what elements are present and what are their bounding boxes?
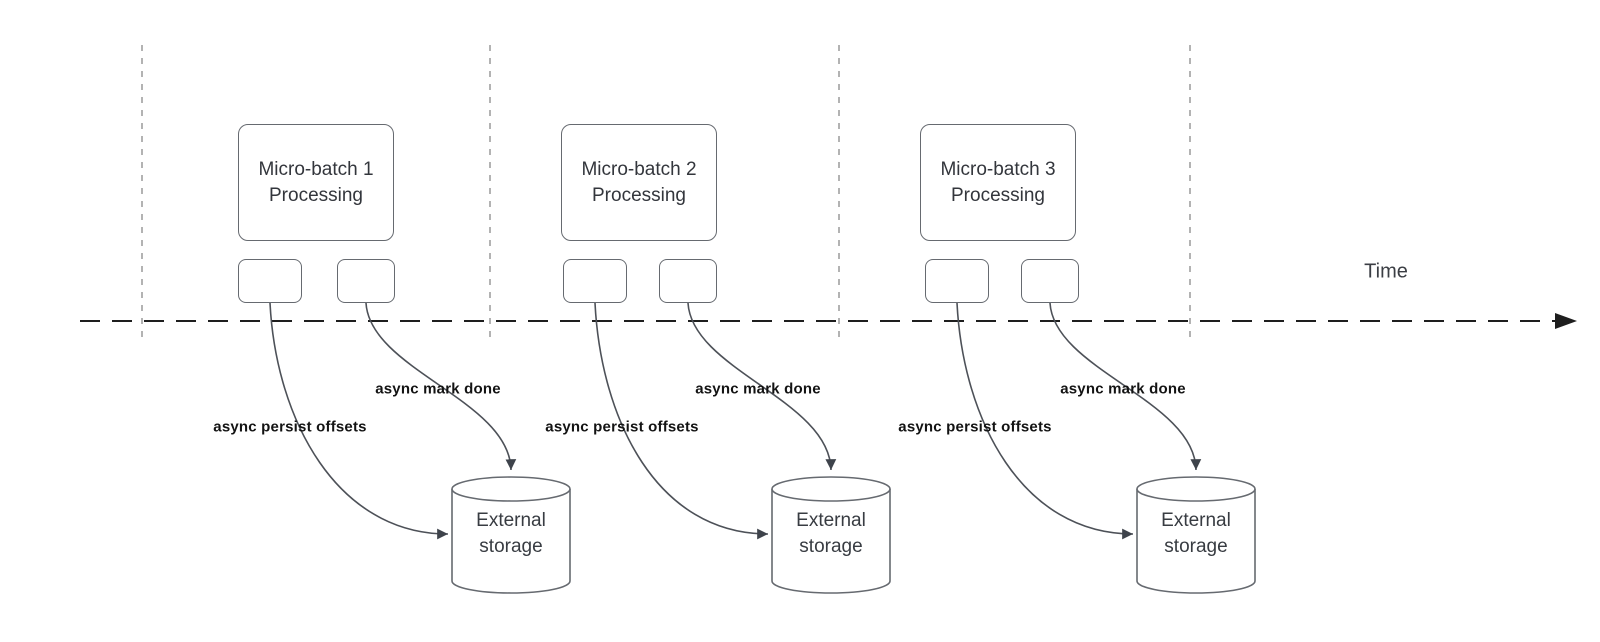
- persist-offsets-label-1: async persist offsets: [213, 418, 367, 436]
- micro-batch-1-title-line2: Processing: [269, 184, 363, 206]
- micro-batch-2-title-line2: Processing: [592, 184, 686, 206]
- mark-done-task-box-1: [337, 259, 395, 303]
- micro-batch-3-title-line2: Processing: [951, 184, 1045, 206]
- persist-offsets-task-box-3: [925, 259, 989, 303]
- persist-offsets-arrow-1: [269, 302, 449, 540]
- storage-cylinder-1: [451, 476, 571, 594]
- external-storage-label-2-line1: External: [796, 510, 866, 531]
- persist-offsets-arrow-3: [956, 302, 1134, 540]
- micro-batch-2-title-line1: Micro-batch 2: [581, 158, 697, 180]
- mark-done-arrow-3: [1049, 302, 1202, 471]
- external-storage-label-1-line1: External: [476, 510, 546, 531]
- external-storage-label-3: External storage: [1161, 508, 1231, 560]
- storage-cylinder-3: [1136, 476, 1256, 594]
- micro-batch-1-processing-box: Micro-batch 1 Processing: [238, 124, 394, 241]
- mark-done-label-2: async mark done: [695, 380, 821, 398]
- mark-done-task-box-3: [1021, 259, 1079, 303]
- micro-batch-1-title-line1: Micro-batch 1: [258, 158, 374, 180]
- external-storage-label-2-line2: storage: [799, 536, 863, 557]
- persist-offsets-task-box-1: [238, 259, 302, 303]
- persist-offsets-label-2: async persist offsets: [545, 418, 699, 436]
- micro-batch-2-processing-box: Micro-batch 2 Processing: [561, 124, 717, 241]
- persist-offsets-task-box-2: [563, 259, 627, 303]
- time-axis-label: Time: [1364, 260, 1408, 283]
- external-storage-label-3-line2: storage: [1164, 536, 1228, 557]
- micro-batch-3-title-line1: Micro-batch 3: [940, 158, 1056, 180]
- storage-cylinder-2: [771, 476, 891, 594]
- external-storage-label-2: External storage: [796, 508, 866, 560]
- mark-done-label-3: async mark done: [1060, 380, 1186, 398]
- persist-offsets-label-3: async persist offsets: [898, 418, 1052, 436]
- mark-done-arrow-2: [687, 302, 837, 471]
- micro-batch-3-processing-box: Micro-batch 3 Processing: [920, 124, 1076, 241]
- external-storage-label-1: External storage: [476, 508, 546, 560]
- time-axis-arrowhead-icon: [1555, 313, 1577, 329]
- persist-offsets-arrow-2: [594, 302, 769, 540]
- mark-done-arrow-1: [365, 302, 517, 471]
- external-storage-label-3-line1: External: [1161, 510, 1231, 531]
- mark-done-label-1: async mark done: [375, 380, 501, 398]
- external-storage-label-1-line2: storage: [479, 536, 543, 557]
- mark-done-task-box-2: [659, 259, 717, 303]
